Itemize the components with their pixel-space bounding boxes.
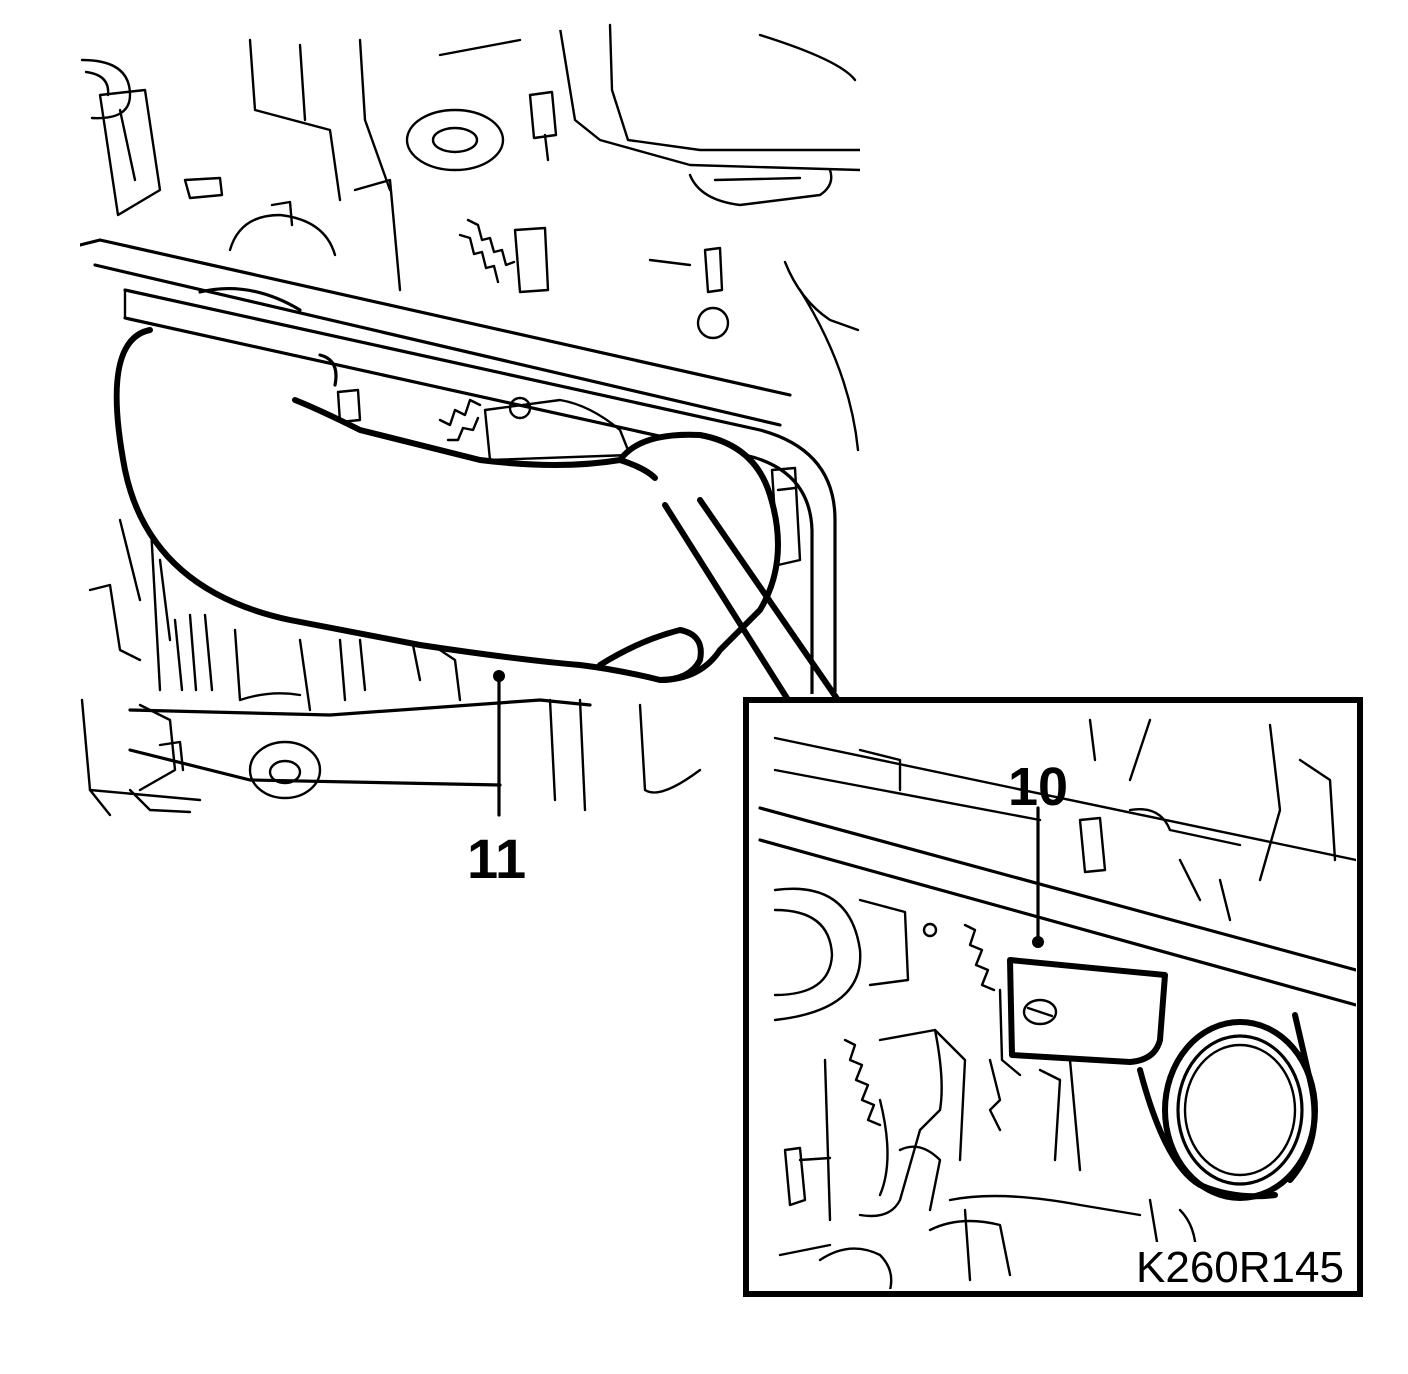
figure-code: K260R145 [1136,1243,1344,1292]
callout-11-leader [493,670,505,817]
air-intake-hose [113,286,781,683]
detail-inset: 10 K260R145 [743,697,1363,1297]
callout-label-11: 11 [467,827,526,890]
zoom-connector [662,497,843,706]
callout-label-10: 10 [1008,757,1068,817]
